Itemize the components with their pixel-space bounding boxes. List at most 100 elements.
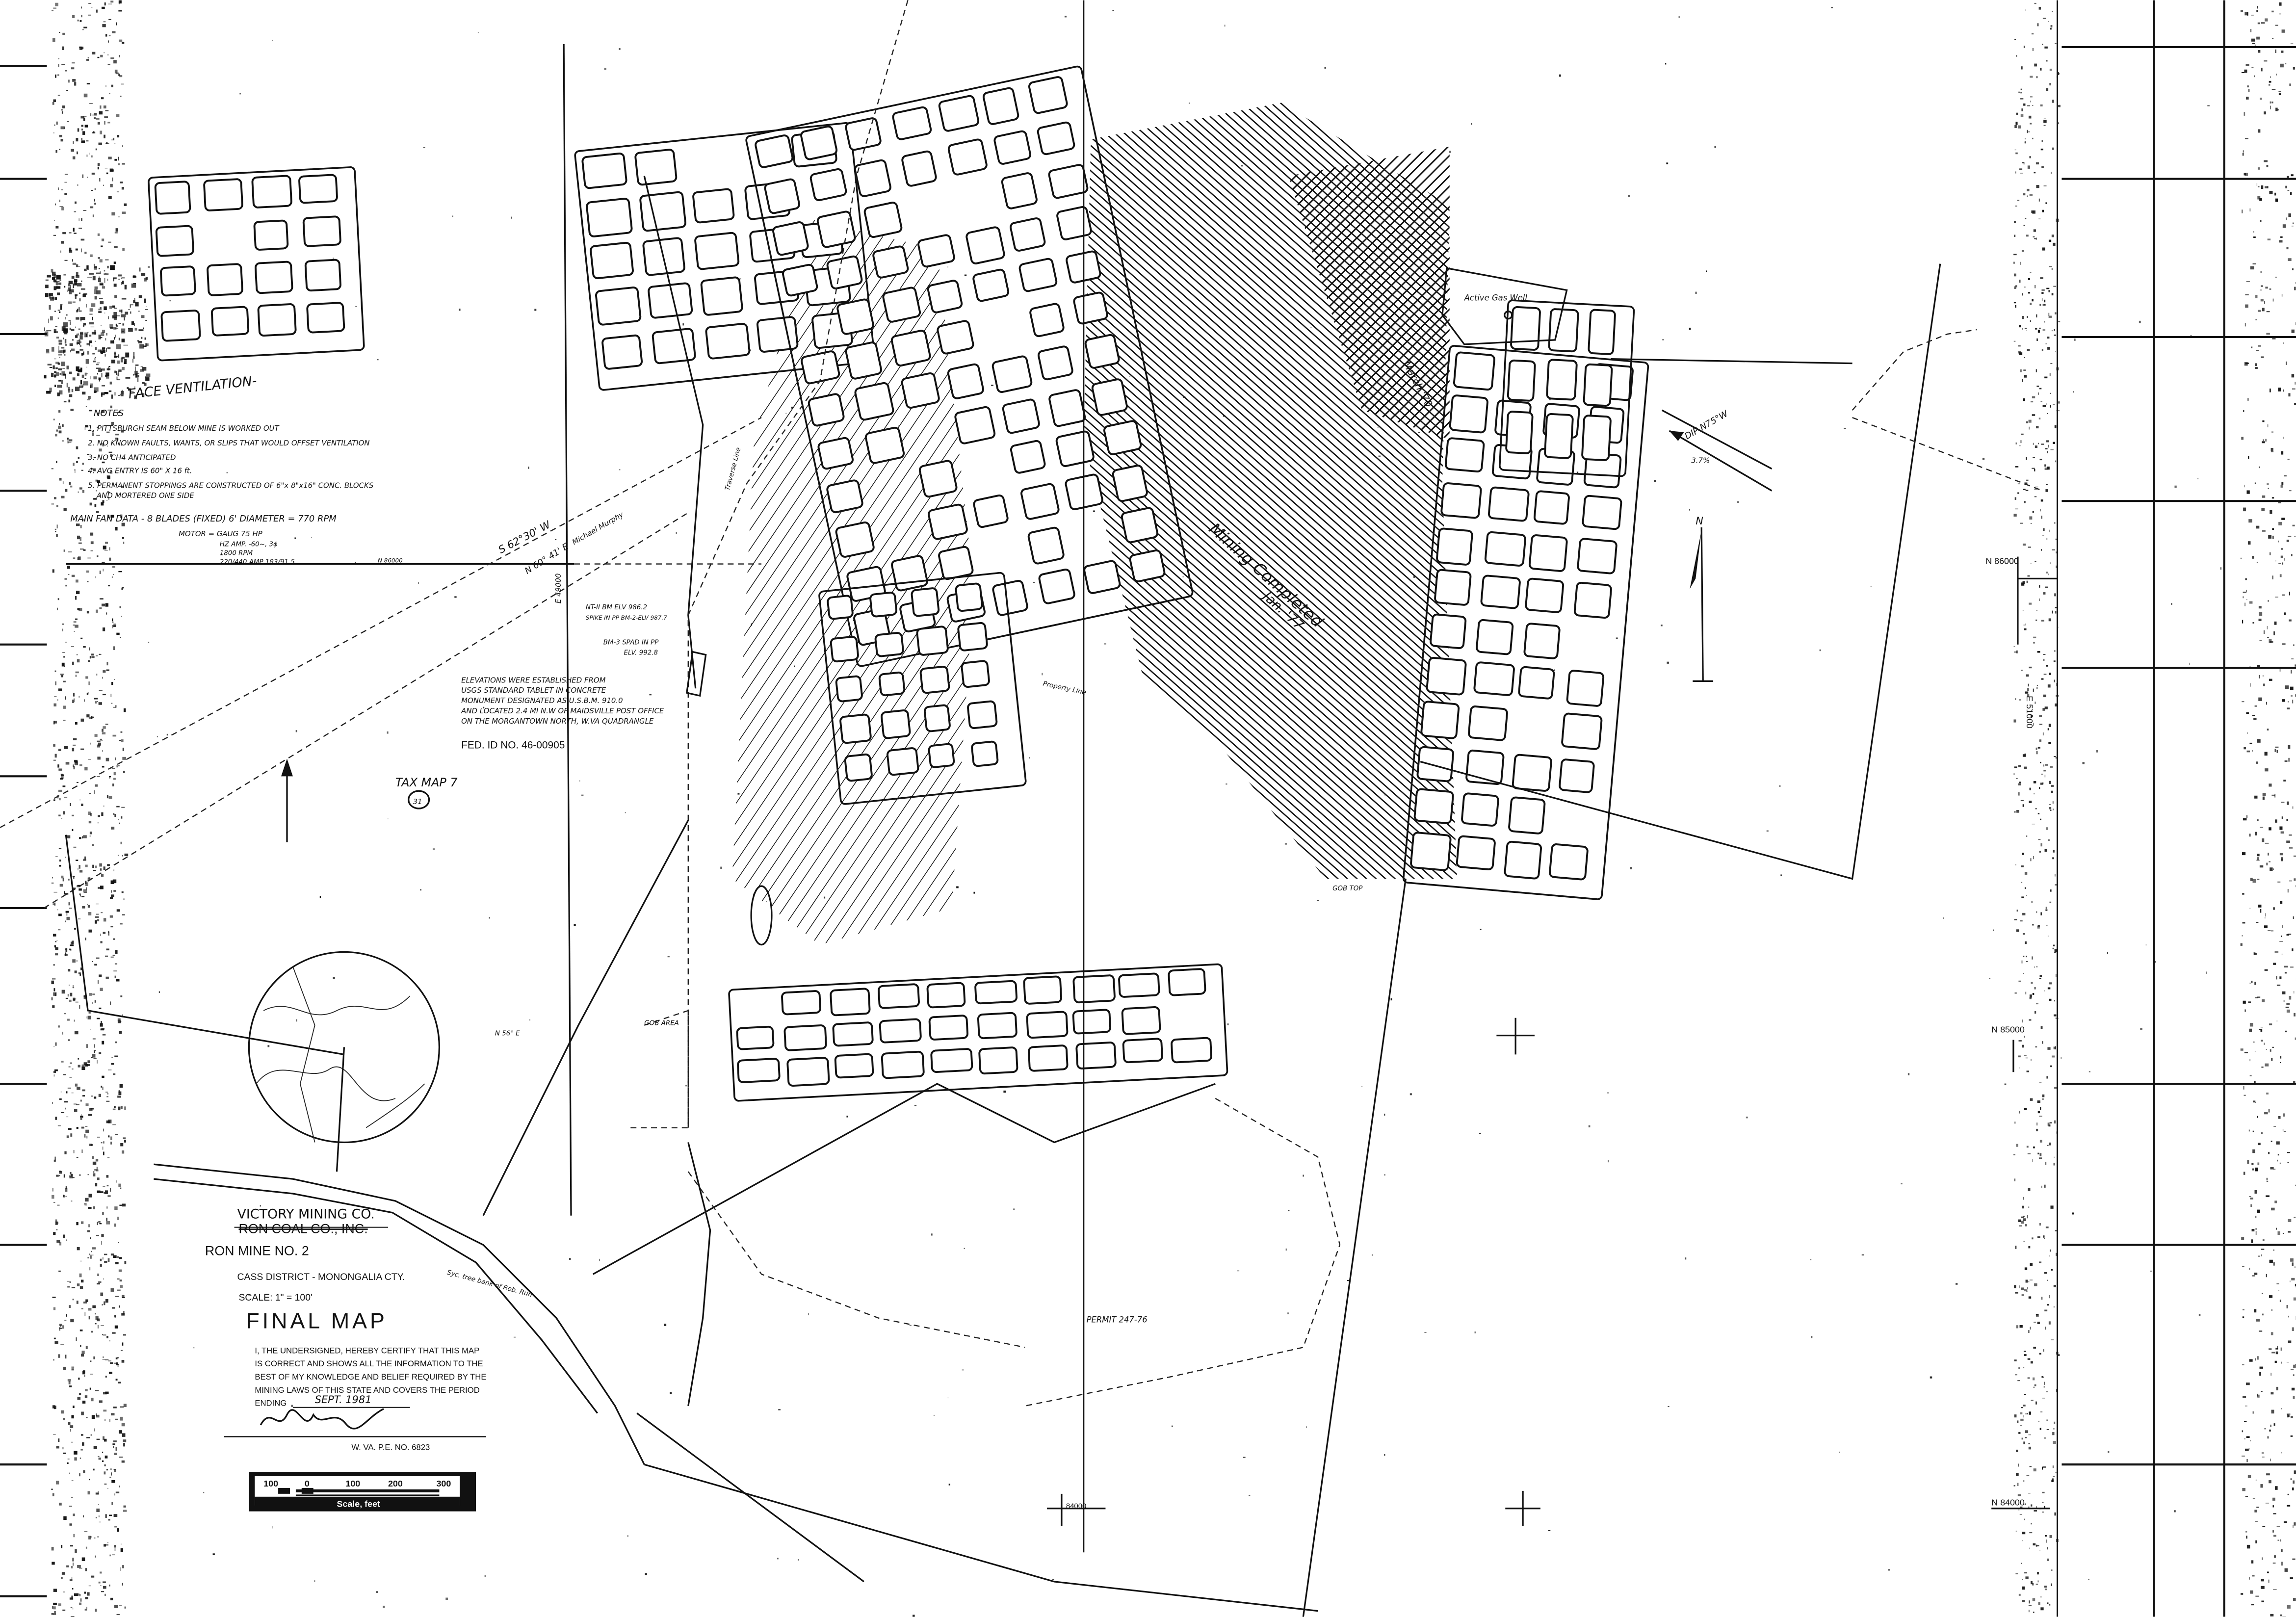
- hatch-line: [1083, 103, 1457, 879]
- hatch-line: [1268, 103, 1457, 879]
- hatch-line: [1083, 103, 1457, 879]
- hatch-line: [1083, 103, 1457, 879]
- hatch-line: [1083, 103, 1457, 879]
- property-label: Property Line: [1042, 680, 1087, 697]
- hatch-line: [1154, 103, 1457, 879]
- coal-pillar: [1084, 334, 1120, 369]
- dip-percent: 3.7%: [1691, 456, 1710, 465]
- coal-pillar: [1582, 495, 1622, 530]
- north-label: N: [1696, 515, 1703, 527]
- hatch-line: [0, 117, 28, 1025]
- panel-outline: [818, 572, 1027, 805]
- coal-pillar: [1440, 482, 1482, 519]
- hatch-line: [1719, 117, 2296, 1025]
- hatch-line: [1087, 103, 1457, 879]
- hatch-line: [1679, 88, 2060, 469]
- coal-pillar: [1129, 549, 1166, 582]
- coal-pillar: [967, 700, 998, 730]
- hatch-line: [1833, 88, 2214, 469]
- coal-pillar: [772, 221, 809, 256]
- hatch-line: [0, 117, 291, 1025]
- hatch-line: [1097, 103, 1457, 879]
- hatch-line: [1577, 88, 1958, 469]
- coal-pillar: [901, 150, 937, 187]
- hatch-line: [1278, 103, 1457, 879]
- hatch-line: [1526, 59, 2296, 967]
- hatch-line: [0, 117, 476, 1025]
- hatch-line: [2171, 88, 2296, 469]
- fan-data: HZ AMP. -60~, 3ϕ: [220, 541, 278, 548]
- coal-pillar: [927, 280, 963, 313]
- coal-pillar: [1548, 308, 1579, 353]
- hatch-line: [2246, 117, 2296, 1025]
- scale-tick: 100: [263, 1479, 278, 1488]
- coal-pillar: [1420, 701, 1460, 739]
- east-panel: [1402, 345, 1649, 900]
- hatch-line: [2038, 88, 2296, 469]
- hatch-line: [0, 59, 104, 967]
- coal-pillar: [1121, 1006, 1161, 1035]
- coal-pillar: [1020, 483, 1060, 520]
- hatch-line: [2101, 117, 2296, 1025]
- hatch-line: [1083, 103, 1362, 879]
- hatch-line: [732, 220, 974, 945]
- coal-pillar: [764, 178, 800, 214]
- hatch-line: [1083, 103, 1457, 879]
- hatch-line: [0, 59, 704, 967]
- coal-pillar: [1577, 538, 1618, 574]
- coal-pillar: [1416, 746, 1454, 782]
- coal-pillar: [992, 580, 1028, 616]
- hatch-line: [0, 59, 57, 967]
- hatch-line: [1083, 103, 1457, 879]
- sycamore-label: Syc. tree bank of Rob. Run: [446, 1269, 533, 1299]
- coal-pillar: [800, 125, 838, 160]
- hatch-line: [1973, 59, 2296, 967]
- hatch-line: [1083, 103, 1457, 879]
- hatch-line: [1258, 103, 1457, 879]
- hatch-line: [1679, 117, 2295, 1025]
- ending-label: ENDING: [255, 1399, 287, 1408]
- hatch-line: [1825, 117, 2296, 1025]
- hatch-line: [1772, 117, 2296, 1025]
- hatch-line: [1706, 117, 2296, 1025]
- hatch-line: [347, 88, 728, 469]
- coal-pillar: [827, 595, 854, 620]
- hatch-line: [2075, 117, 2296, 1025]
- hatch-line: [1548, 117, 2163, 1025]
- hatch-line: [757, 220, 974, 945]
- hatch-line: [0, 117, 80, 1025]
- hatch-line: [1163, 103, 1457, 879]
- hatch-line: [2286, 117, 2296, 1025]
- hatch-line: [0, 117, 595, 1025]
- coal-pillar: [878, 671, 906, 697]
- hatch-line: [1083, 103, 1457, 879]
- hatch-line: [0, 59, 733, 967]
- hatch-line: [1628, 88, 2009, 469]
- coal-pillar: [1002, 398, 1040, 434]
- coal-pillar: [304, 259, 341, 292]
- hatch-line: [1693, 117, 2296, 1025]
- hatch-line: [2061, 117, 2296, 1025]
- hatch-line: [0, 88, 10, 469]
- hatch-line: [0, 117, 265, 1025]
- hatch-line: [1710, 88, 2091, 469]
- hatch-line: [1745, 59, 2296, 967]
- scale-tick: 100: [345, 1479, 360, 1488]
- hatch-line: [1288, 146, 1450, 440]
- hatch-line: [1707, 59, 2296, 967]
- grid-labels: N 86000 E 51000 N 85000 N 84000 84000: [1066, 556, 2035, 1511]
- coal-pillar: [801, 350, 840, 385]
- hatch-line: [46, 117, 661, 1025]
- hatch-line: [1992, 59, 2296, 967]
- hatch-line: [1300, 146, 1450, 440]
- hatch-line: [1083, 103, 1457, 879]
- scale-tick: 300: [436, 1479, 451, 1488]
- hatch-line: [1361, 146, 1450, 440]
- hatch-line: [1930, 117, 2296, 1025]
- elevation-line: AND LOCATED 2.4 MI N.W OF MAIDSVILLE POS…: [461, 706, 664, 715]
- coal-pillar: [1533, 490, 1570, 525]
- hatch-line: [1904, 117, 2296, 1025]
- hatch-line: [0, 59, 952, 967]
- hatch-line: [2049, 117, 2296, 1025]
- coal-pillar: [1029, 303, 1065, 338]
